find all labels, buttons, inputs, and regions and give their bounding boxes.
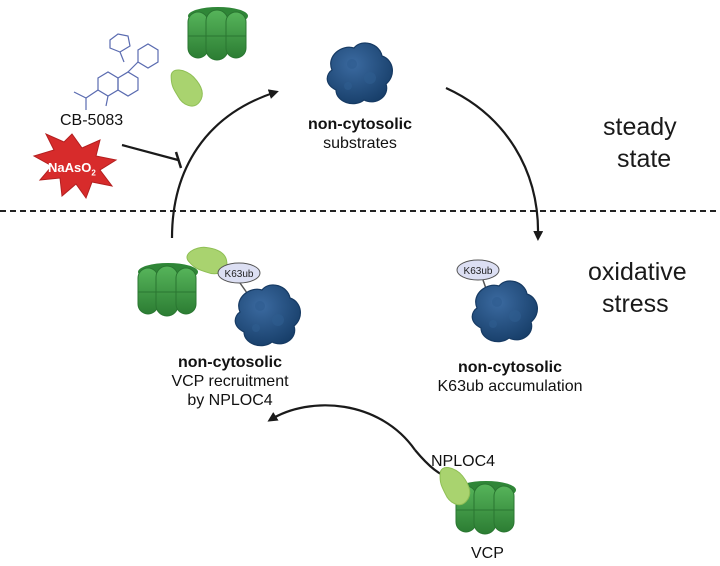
step-label-top: non-cytosolic substrates	[290, 115, 430, 153]
vcp-hexamer-released	[187, 6, 249, 61]
arrow-release	[170, 89, 279, 239]
inhibition-bar	[174, 151, 183, 169]
k63ub-tag-left	[217, 262, 261, 284]
state-steady-line1: steady	[603, 113, 677, 141]
step-right-line1: K63ub accumulation	[437, 378, 583, 395]
step-left-bold: non-cytosolic	[177, 354, 282, 371]
step-top-bold: non-cytosolic	[307, 116, 412, 133]
step-label-left: non-cytosolic VCP recruitment by NPLOC4	[155, 353, 305, 410]
k63ub-label-left: K63ub	[225, 269, 254, 280]
substrate-right	[471, 280, 539, 343]
state-oxidative-line1: oxidative	[588, 258, 687, 286]
naaso2-label-text: NaAsO	[48, 160, 92, 175]
step-right-bold: non-cytosolic	[457, 359, 562, 376]
nploc4-released	[161, 66, 210, 110]
inhibition-line	[121, 143, 179, 162]
state-oxidative-line2: stress	[602, 290, 669, 318]
k63ub-tag-right	[456, 259, 500, 281]
cb5083-label: CB-5083	[60, 112, 124, 129]
naaso2-starburst	[32, 132, 118, 200]
arrow-recruitment	[267, 404, 416, 451]
substrate-left	[234, 284, 302, 347]
naaso2-label: NaAsO2	[48, 158, 96, 183]
arrow-accumulation	[445, 87, 544, 241]
step-top-line1: substrates	[323, 135, 397, 152]
state-label-oxidative: oxidative stress	[588, 256, 687, 320]
state-label-steady: steady state	[603, 111, 677, 175]
substrate-top	[326, 42, 394, 105]
step-left-line2: by NPLOC4	[187, 392, 273, 409]
naaso2-subscript: 2	[91, 168, 96, 178]
step-label-right: non-cytosolic K63ub accumulation	[425, 358, 595, 396]
cb5083-structure	[73, 33, 159, 110]
k63ub-label-right: K63ub	[464, 266, 493, 277]
nploc4-label: NPLOC4	[431, 453, 496, 470]
vcp-hexamer-recruited	[137, 262, 199, 317]
step-left-line1: VCP recruitment	[171, 373, 289, 390]
state-steady-line2: state	[617, 145, 672, 173]
vcp-label: VCP	[471, 545, 504, 562]
